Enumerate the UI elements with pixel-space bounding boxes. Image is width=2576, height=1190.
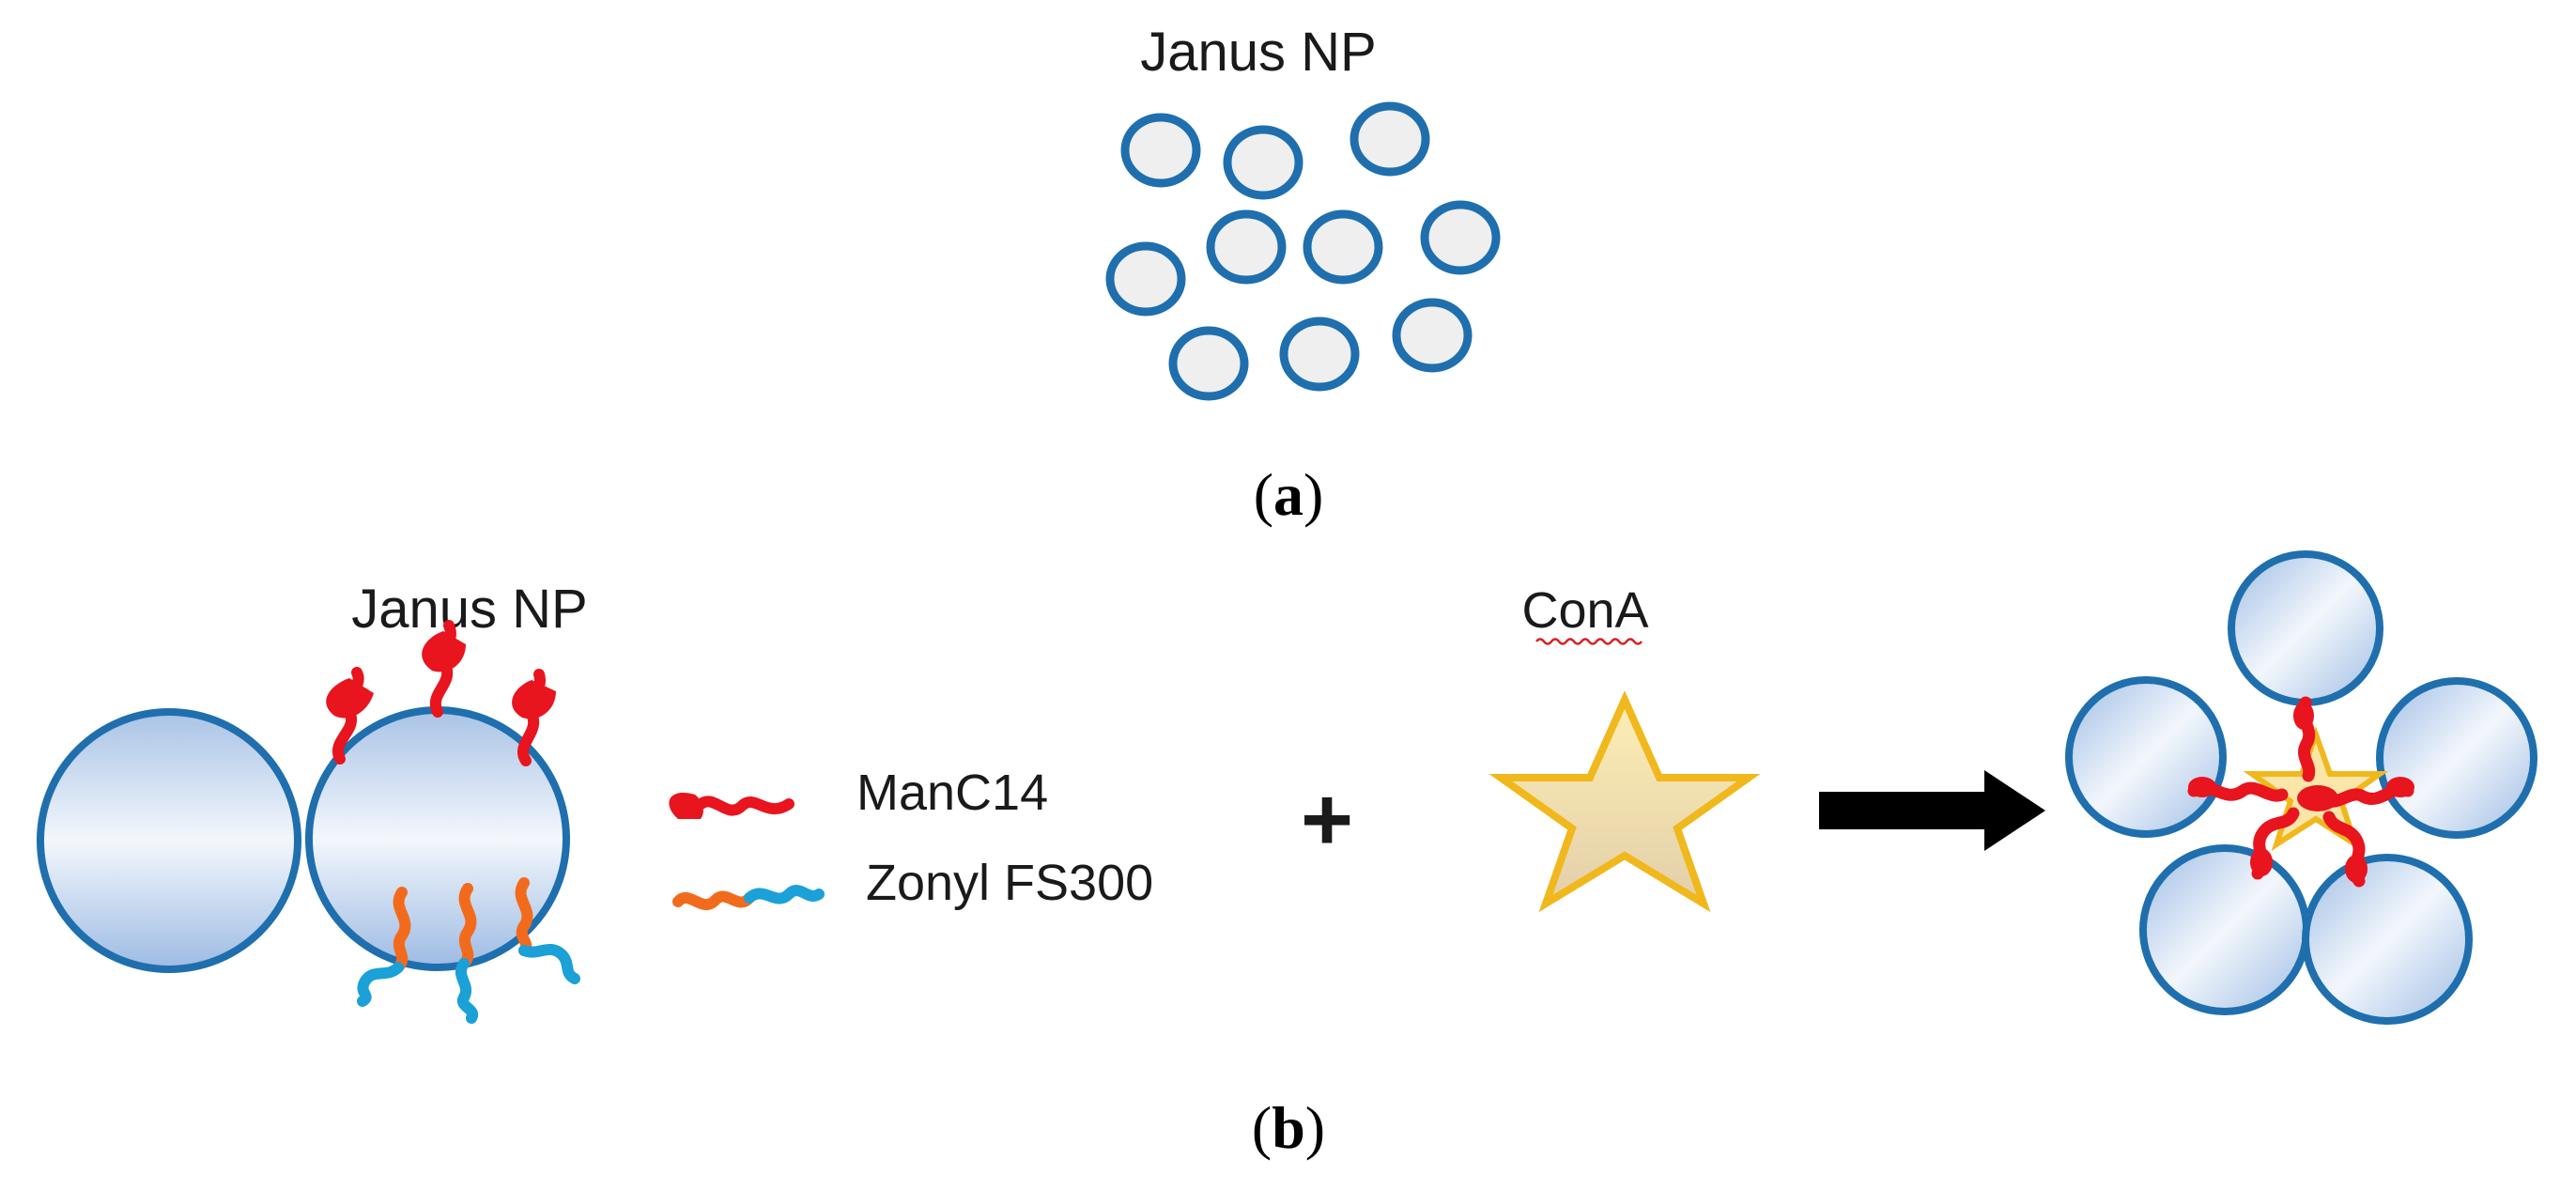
legend-mannose-label: ManC14: [856, 765, 1048, 821]
caption-b-letter: b: [1272, 1094, 1305, 1161]
zonyl-chain: [357, 887, 411, 1007]
nanoparticle: [1303, 209, 1383, 285]
nanoparticle: [1392, 298, 1473, 373]
mannose-ligand: [326, 667, 374, 765]
assembly-particles: [2065, 550, 2537, 1025]
nanoparticle: [1279, 317, 1360, 392]
plus-sign: +: [1301, 769, 1353, 870]
assembly-particle: [2228, 550, 2383, 706]
caption-a-letter: a: [1273, 461, 1303, 528]
caption-a: (a): [1254, 461, 1324, 528]
panel-a: Janus NP (a): [1105, 22, 1501, 528]
legend-zonyl-label: Zonyl FS300: [866, 855, 1153, 911]
nanoparticle: [1223, 125, 1303, 200]
nanoparticle: [1206, 209, 1287, 285]
mannose-ligand: [422, 620, 466, 718]
nanoparticle: [1105, 241, 1186, 317]
mannose-ligand: [512, 669, 556, 766]
legend-mannose-symbol: [669, 793, 794, 819]
svg-text:(b): (b): [1252, 1094, 1325, 1161]
assembly-particle: [2302, 854, 2473, 1025]
assembly-particle: [2376, 677, 2537, 839]
janus-particle-functionalized: [305, 620, 580, 1024]
nanoparticle: [1120, 113, 1201, 188]
mannose-ligands: [326, 620, 556, 766]
panel-b-janus-label: Janus NP: [351, 579, 587, 640]
zonyl-chain: [455, 883, 478, 1024]
assembly-particle: [2139, 844, 2310, 1015]
janus-particle-bare: [37, 708, 301, 973]
svg-text:(a): (a): [1254, 461, 1324, 528]
nanoparticle: [1350, 101, 1430, 177]
zonyl-chain: [515, 877, 580, 984]
cona-label: ConA: [1521, 582, 1648, 639]
legend: ManC14 Zonyl FS300: [669, 765, 1153, 911]
spellcheck-squiggle: [1535, 638, 1643, 645]
assembly-particle: [2065, 676, 2227, 838]
assembly-mannose-heads: [2188, 702, 2414, 883]
reaction-arrow: [1819, 770, 2045, 851]
zonyl-chains: [357, 877, 580, 1024]
panel-a-title: Janus NP: [1140, 22, 1376, 83]
panel-b: Janus NP: [37, 550, 2537, 1161]
legend-zonyl-symbol: [672, 885, 825, 911]
cona-star: [1489, 690, 1761, 913]
assembly: [2065, 550, 2537, 1025]
nanoparticle: [1168, 326, 1249, 401]
caption-b: (b): [1252, 1094, 1325, 1161]
np-cluster: [1105, 101, 1501, 401]
nanoparticle: [1420, 200, 1501, 275]
